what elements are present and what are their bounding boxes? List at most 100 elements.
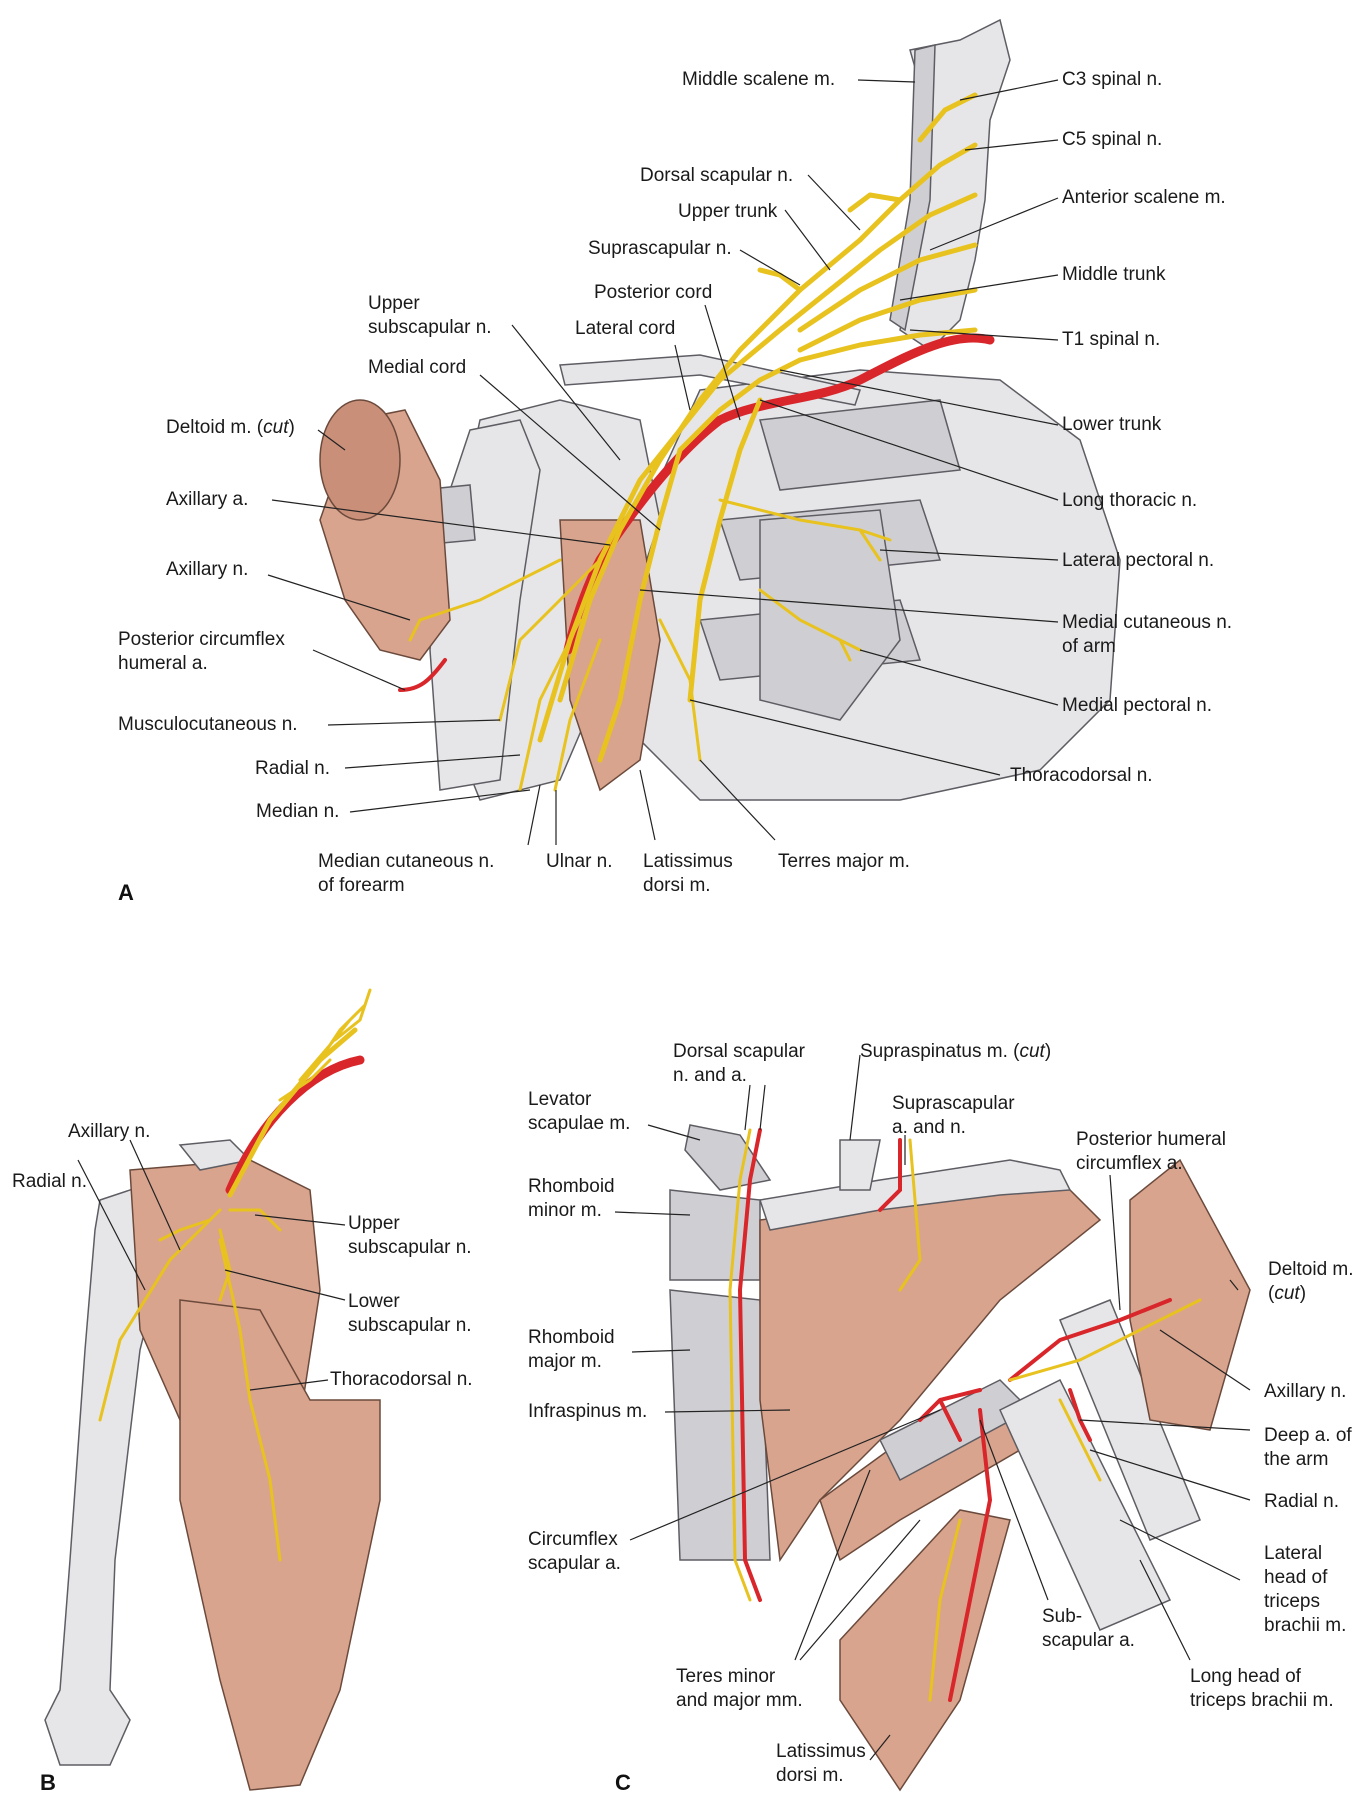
median-nerve — [518, 618, 582, 792]
label-deep-artery-arm-1: Deep a. of — [1264, 1425, 1352, 1446]
c3-root — [917, 92, 978, 143]
label-suprascapular-c-2: a. and n. — [892, 1117, 966, 1138]
label-long-head-triceps-2: triceps brachii m. — [1190, 1690, 1334, 1711]
dorsal-scapular-nerve-a — [847, 192, 903, 213]
label-lateral-head-3: triceps — [1264, 1591, 1320, 1612]
upper-trunk — [697, 237, 863, 403]
label-radial-nerve-b: Radial n. — [12, 1171, 87, 1192]
leader-lines — [77, 79, 1251, 1761]
label-medial-cord: Medial cord — [368, 357, 467, 378]
dorsal-scapular-nerve-c — [728, 1128, 752, 1602]
radial-nerve-c — [1058, 1398, 1102, 1482]
label-lateral-head-4: brachii m. — [1264, 1615, 1347, 1636]
latissimus-dorsi-muscle-c — [839, 1509, 1011, 1792]
label-upper-subscapular-b-2: subscapular n. — [348, 1237, 472, 1258]
panel-a-illustration — [319, 18, 1121, 801]
lateral-pectoral-nerve — [718, 498, 892, 562]
c6-root — [827, 192, 978, 293]
label-lateral-cord: Lateral cord — [575, 318, 676, 339]
label-median-cutaneous-forearm-1: Median cutaneous n. — [318, 851, 495, 872]
thoracodorsal-nerve-b — [218, 1238, 282, 1562]
panel-c-letter: C — [615, 1770, 631, 1795]
deltoid-muscle-c — [1129, 1158, 1251, 1431]
long-thoracic-nerve — [687, 397, 763, 703]
clavicle — [559, 354, 861, 406]
label-medial-cutaneous-arm-2: of arm — [1062, 636, 1116, 657]
label-medial-pectoral: Medial pectoral n. — [1062, 695, 1212, 716]
long-head-triceps — [999, 1378, 1172, 1631]
label-deep-artery-arm-2: the arm — [1264, 1449, 1329, 1470]
label-upper-subscapular-2: subscapular n. — [368, 317, 492, 338]
label-suprascapular: Suprascapular n. — [588, 238, 732, 259]
suprascapular-nerve-c — [898, 1138, 922, 1292]
panel-a-letter: A — [118, 880, 134, 905]
label-supraspinatus-cut: Supraspinatus m. (cut) — [860, 1041, 1052, 1062]
label-t1-spinal: T1 spinal n. — [1062, 329, 1161, 350]
medial-pectoral-nerve — [758, 588, 862, 662]
label-lower-trunk: Lower trunk — [1062, 414, 1162, 435]
label-dorsal-scapular-c-1: Dorsal scapular — [673, 1041, 805, 1062]
label-thoracodorsal-a: Thoracodorsal n. — [1010, 765, 1153, 786]
lateral-head-triceps — [1059, 1299, 1201, 1541]
label-circumflex-scapular-2: scapular a. — [528, 1553, 621, 1574]
label-infraspinus: Infraspinus m. — [528, 1401, 648, 1422]
ulnar-nerve — [553, 638, 602, 792]
label-long-head-triceps-1: Long head of — [1190, 1666, 1301, 1687]
suprascapular-nerve-a — [757, 267, 803, 293]
label-rhomboid-minor-2: minor m. — [528, 1200, 602, 1221]
label-axillary-artery: Axillary a. — [166, 489, 249, 510]
label-posterior-circumflex-1: Posterior circumflex — [118, 629, 285, 650]
lower-subscapular-nerve-b — [218, 1228, 232, 1302]
label-latissimus-c-1: Latissimus — [776, 1741, 866, 1762]
label-latissimus-a-2: dorsi m. — [643, 875, 711, 896]
label-middle-trunk: Middle trunk — [1062, 264, 1166, 285]
label-upper-subscapular-1: Upper — [368, 293, 420, 314]
label-upper-subscapular-b-1: Upper — [348, 1213, 400, 1234]
label-teres-major-a: Terres major m. — [778, 851, 910, 872]
label-radial-nerve-c: Radial n. — [1264, 1491, 1339, 1512]
label-levator-2: scapulae m. — [528, 1113, 631, 1134]
axillary-nerve-b — [158, 1218, 212, 1242]
label-deltoid-c-2: (cut) — [1268, 1283, 1307, 1304]
levator-scapulae-muscle — [684, 1124, 772, 1191]
label-circumflex-scapular-1: Circumflex — [528, 1529, 618, 1550]
label-medial-cutaneous-arm-1: Medial cutaneous n. — [1062, 612, 1233, 633]
label-axillary-nerve-c: Axillary n. — [1264, 1381, 1347, 1402]
label-middle-scalene: Middle scalene m. — [682, 69, 836, 90]
label-dorsal-scapular-c-2: n. and a. — [673, 1065, 747, 1086]
label-long-thoracic: Long thoracic n. — [1062, 490, 1198, 511]
label-posterior-cord: Posterior cord — [594, 282, 713, 303]
c8-root — [797, 287, 978, 353]
label-axillary-nerve-b: Axillary n. — [68, 1121, 151, 1142]
label-lateral-head-1: Lateral — [1264, 1543, 1323, 1564]
plexus-b-roots — [278, 988, 372, 1102]
dorsal-scapular-artery — [737, 1128, 762, 1602]
latissimus-dorsi-muscle-b — [179, 1299, 381, 1791]
label-lower-subscapular-b-2: subscapular n. — [348, 1315, 472, 1336]
label-upper-trunk: Upper trunk — [678, 201, 778, 222]
panel-b-letter: B — [40, 1770, 56, 1795]
musculocutaneous-nerve — [498, 558, 602, 722]
label-latissimus-a-1: Latissimus — [643, 851, 733, 872]
c5-root — [857, 142, 978, 243]
label-lateral-head-2: head of — [1264, 1567, 1328, 1588]
medial-cord — [597, 447, 683, 763]
label-post-humeral-circ-1: Posterior humeral — [1076, 1129, 1226, 1150]
label-deltoid-cut: Deltoid m. (cut) — [166, 417, 295, 438]
label-deltoid-c-1: Deltoid m. — [1268, 1259, 1354, 1280]
panel-b-illustration — [44, 988, 381, 1791]
panel-c-illustration — [669, 1124, 1251, 1792]
label-rhomboid-minor-1: Rhomboid — [528, 1176, 615, 1197]
label-axillary-nerve: Axillary n. — [166, 559, 249, 580]
label-radial-nerve-a: Radial n. — [255, 758, 330, 779]
label-rhomboid-major-1: Rhomboid — [528, 1327, 615, 1348]
brachial-plexus-b — [98, 988, 372, 1562]
label-rhomboid-major-2: major m. — [528, 1351, 602, 1372]
label-subscapular-artery-1: Sub- — [1042, 1606, 1083, 1627]
label-thoracodorsal-b: Thoracodorsal n. — [330, 1369, 473, 1390]
label-lateral-pectoral: Lateral pectoral n. — [1062, 550, 1215, 571]
label-post-humeral-circ-2: circumflex a. — [1076, 1153, 1183, 1174]
thoracodorsal-nerve — [658, 618, 702, 762]
c7-root — [797, 242, 978, 333]
rhomboid-major-muscle — [669, 1289, 771, 1561]
